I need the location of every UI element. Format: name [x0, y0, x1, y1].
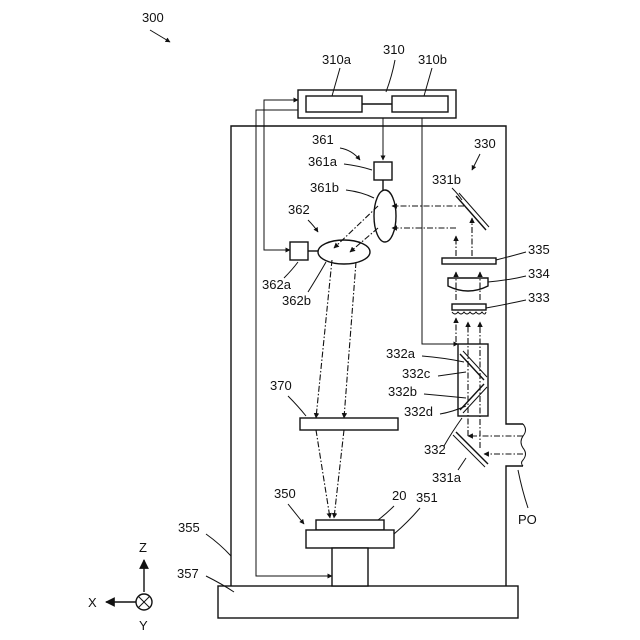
label-361b: 361b: [310, 180, 339, 195]
label-362: 362: [288, 202, 310, 217]
leader-330: [472, 154, 480, 170]
label-361a: 361a: [308, 154, 338, 169]
stage-351: [306, 530, 394, 548]
label-335: 335: [528, 242, 550, 257]
leader-331a: [458, 458, 466, 470]
unit-310b: [392, 96, 448, 112]
label-361: 361: [312, 132, 334, 147]
mirror-331a: [456, 432, 488, 464]
label-355: 355: [178, 520, 200, 535]
signal-310-to-362a: [264, 100, 298, 250]
leader-361a: [344, 164, 372, 170]
label-310a: 310a: [322, 52, 352, 67]
leader-362: [308, 220, 318, 232]
mirror-362b: [318, 240, 370, 264]
lens-array-333-dots: [452, 312, 486, 314]
lens-334: [448, 278, 488, 291]
label-362a: 362a: [262, 277, 292, 292]
label-20: 20: [392, 488, 406, 503]
axis-x-label: X: [88, 595, 97, 610]
mirror-331b-back: [459, 193, 489, 227]
motor-361a: [374, 162, 392, 180]
label-300: 300: [142, 10, 164, 25]
axis-z-label: Z: [139, 540, 147, 555]
leader-334: [488, 276, 526, 282]
axis-y-label: Y: [139, 618, 148, 633]
leader-362b: [308, 262, 326, 292]
label-334: 334: [528, 266, 550, 281]
label-331b: 331b: [432, 172, 461, 187]
label-310b: 310b: [418, 52, 447, 67]
leader-361b: [346, 190, 374, 198]
leader-351: [394, 508, 420, 534]
unit-310a: [306, 96, 362, 112]
leader-335: [496, 252, 526, 260]
label-332d: 332d: [404, 404, 433, 419]
base-357: [218, 586, 518, 618]
beam-370-to-stage-1: [316, 430, 330, 518]
label-332b: 332b: [388, 384, 417, 399]
mirror-331b: [456, 196, 486, 230]
beam-370-to-stage-2: [334, 430, 344, 518]
leader-300: [150, 30, 170, 42]
stage-pillar: [332, 548, 368, 586]
leader-370: [288, 396, 306, 416]
label-351: 351: [416, 490, 438, 505]
leader-20: [378, 506, 394, 520]
port-po-top: [521, 424, 526, 466]
workpiece-20: [316, 520, 384, 530]
leader-355: [206, 534, 231, 556]
label-332a: 332a: [386, 346, 416, 361]
motor-362a: [290, 242, 308, 260]
leader-350: [288, 504, 304, 524]
window-335: [442, 258, 496, 264]
label-350: 350: [274, 486, 296, 501]
beam-362b-to-370-1: [316, 260, 332, 418]
lens-370: [300, 418, 398, 430]
label-332c: 332c: [402, 366, 431, 381]
label-330: 330: [474, 136, 496, 151]
label-331a: 331a: [432, 470, 462, 485]
label-370: 370: [270, 378, 292, 393]
beam-362b-to-370-2: [344, 262, 356, 418]
label-333: 333: [528, 290, 550, 305]
leader-po: [518, 470, 528, 508]
label-po: PO: [518, 512, 537, 527]
label-332: 332: [424, 442, 446, 457]
leader-361: [340, 148, 360, 160]
label-357: 357: [177, 566, 199, 581]
lens-array-333: [452, 304, 486, 310]
label-362b: 362b: [282, 293, 311, 308]
leader-310: [386, 60, 395, 92]
leader-362a: [284, 262, 298, 278]
mirror-361b: [374, 190, 396, 242]
label-310: 310: [383, 42, 405, 57]
